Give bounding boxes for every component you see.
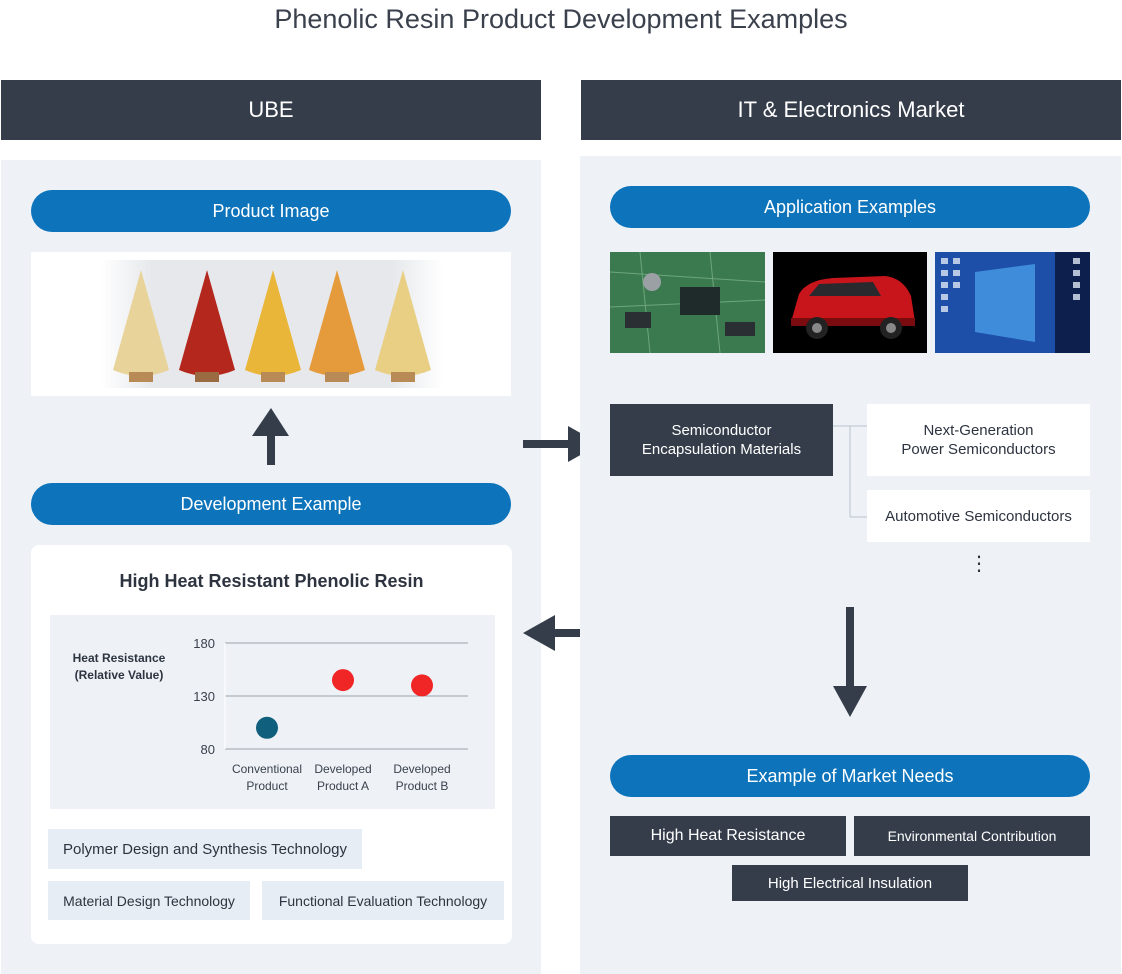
development-example-pill: Development Example [31, 483, 511, 525]
monitor-image [935, 252, 1090, 353]
heat-resistance-chart: Heat Resistance (Relative Value) 180 130 80… [73, 636, 468, 793]
next-gen-power-semiconductors-box: Next-Generation Power Semiconductors [867, 404, 1090, 476]
tech-functional-evaluation: Functional Evaluation Technology [262, 881, 504, 920]
x-category-label: Product [246, 779, 288, 793]
y-axis-label: Heat Resistance (Relative Value) [73, 651, 166, 682]
y-axis-label-line: Heat Resistance [73, 651, 166, 665]
product-image-pill: Product Image [31, 190, 511, 232]
y-tick-label: 130 [193, 689, 215, 704]
y-axis-label-line: (Relative Value) [75, 668, 164, 682]
ube-header: UBE [1, 80, 541, 140]
need-high-electrical-insulation: High Electrical Insulation [732, 865, 968, 901]
resin-cones-illustration [101, 260, 443, 388]
car-image [773, 252, 927, 353]
data-point [411, 674, 433, 697]
data-point [256, 716, 278, 739]
data-point [332, 669, 354, 692]
arrow-up-icon [252, 408, 289, 465]
tree-connector [833, 425, 867, 518]
arrow-down-icon [833, 607, 867, 717]
product-image [31, 252, 511, 396]
cone-4 [309, 270, 365, 382]
arrow-left-icon [523, 615, 600, 651]
need-high-heat-resistance: High Heat Resistance [610, 816, 846, 856]
x-category-label: Conventional [232, 762, 302, 776]
x-category-label: Developed [393, 762, 450, 776]
cone-3 [245, 270, 301, 382]
cone-5 [375, 270, 431, 382]
circuit-board-image [610, 252, 765, 353]
chart-area: Heat Resistance (Relative Value) 180 130 80… [50, 615, 495, 809]
tech-polymer-design: Polymer Design and Synthesis Technology [48, 829, 362, 869]
more-items-marker: ⋮ [969, 553, 989, 575]
page-title: Phenolic Resin Product Development Examp… [274, 4, 848, 34]
cone-2 [179, 270, 235, 382]
card-title: High Heat Resistant Phenolic Resin [119, 571, 424, 591]
tech-material-design: Material Design Technology [48, 881, 250, 920]
cone-1 [113, 270, 169, 382]
x-category-label: Developed [314, 762, 371, 776]
y-tick-label: 180 [193, 636, 215, 651]
market-needs-pill: Example of Market Needs [610, 755, 1090, 797]
market-header: IT & Electronics Market [581, 80, 1121, 140]
x-category-label: Product B [396, 779, 449, 793]
y-tick-label: 80 [201, 742, 215, 757]
automotive-semiconductors-box: Automotive Semiconductors [867, 490, 1090, 542]
x-category-label: Product A [317, 779, 369, 793]
need-environmental-contribution: Environmental Contribution [854, 816, 1090, 856]
application-examples-pill: Application Examples [610, 186, 1090, 228]
semiconductor-encapsulation-box: Semiconductor Encapsulation Materials [610, 404, 833, 476]
